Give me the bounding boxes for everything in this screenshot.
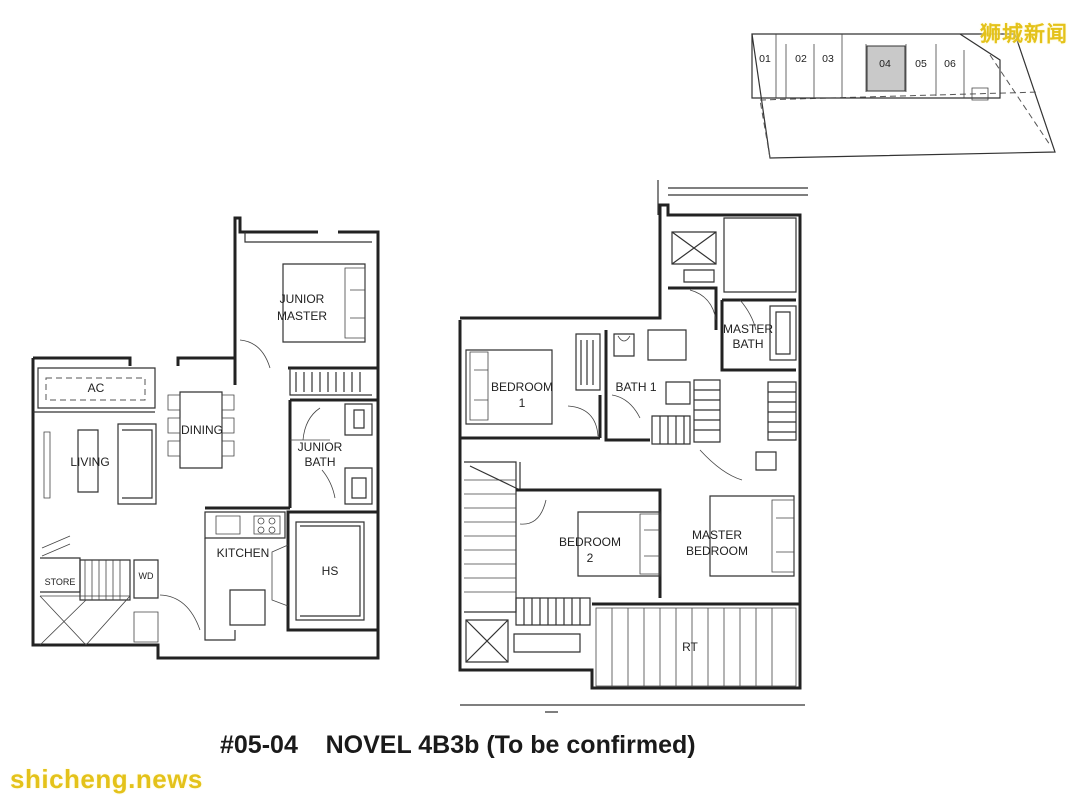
room-label-living: LIVING	[70, 455, 109, 469]
room-label-hs: HS	[322, 564, 339, 578]
key-plan-unit-label: 02	[795, 53, 807, 65]
room-label-bedroom-2: BEDROOM	[559, 535, 621, 549]
room-label-wd: WD	[139, 571, 154, 581]
upper-level-plan: BEDROOM 1 BATH 1 MASTER BATH BEDROOM 2 M…	[458, 180, 808, 713]
key-plan-unit-label: 03	[822, 53, 834, 65]
room-label-bedroom-1: BEDROOM	[491, 380, 553, 394]
room-label-junior-master: MASTER	[277, 309, 327, 323]
room-label-junior-master: JUNIOR	[280, 292, 325, 306]
key-plan: 01 02 03 04 05 06	[751, 33, 1056, 159]
room-label-kitchen: KITCHEN	[217, 546, 270, 560]
key-plan-unit-label: 04	[879, 58, 891, 70]
room-label-rt: RT	[682, 640, 698, 654]
room-label-junior-bath: BATH	[304, 455, 335, 469]
room-label-bath-1: BATH 1	[615, 380, 656, 394]
key-plan-unit-04-highlight	[866, 45, 906, 92]
room-label-bedroom-2: 2	[587, 551, 594, 565]
plan-title: #05-04 NOVEL 4B3b (To be confirmed)	[220, 731, 696, 759]
watermark-bottom-left: shicheng.news	[10, 764, 203, 794]
key-plan-unit-label: 01	[759, 53, 771, 65]
room-label-master-bedroom: MASTER	[692, 528, 742, 542]
room-label-master-bath: MASTER	[723, 322, 773, 336]
room-label-junior-bath: JUNIOR	[298, 440, 343, 454]
room-label-ac: AC	[88, 381, 105, 395]
lower-level-plan: JUNIOR MASTER AC DINING LIVING JUNIOR BA…	[31, 216, 380, 660]
room-label-store: STORE	[45, 577, 76, 587]
watermark-top-right: 狮城新闻	[980, 22, 1068, 46]
room-label-master-bath: BATH	[732, 337, 763, 351]
key-plan-unit-label: 05	[915, 58, 927, 70]
room-label-dining: DINING	[181, 423, 223, 437]
room-label-master-bedroom: BEDROOM	[686, 544, 748, 558]
key-plan-unit-label: 06	[944, 58, 956, 70]
room-label-bedroom-1: 1	[519, 396, 526, 410]
